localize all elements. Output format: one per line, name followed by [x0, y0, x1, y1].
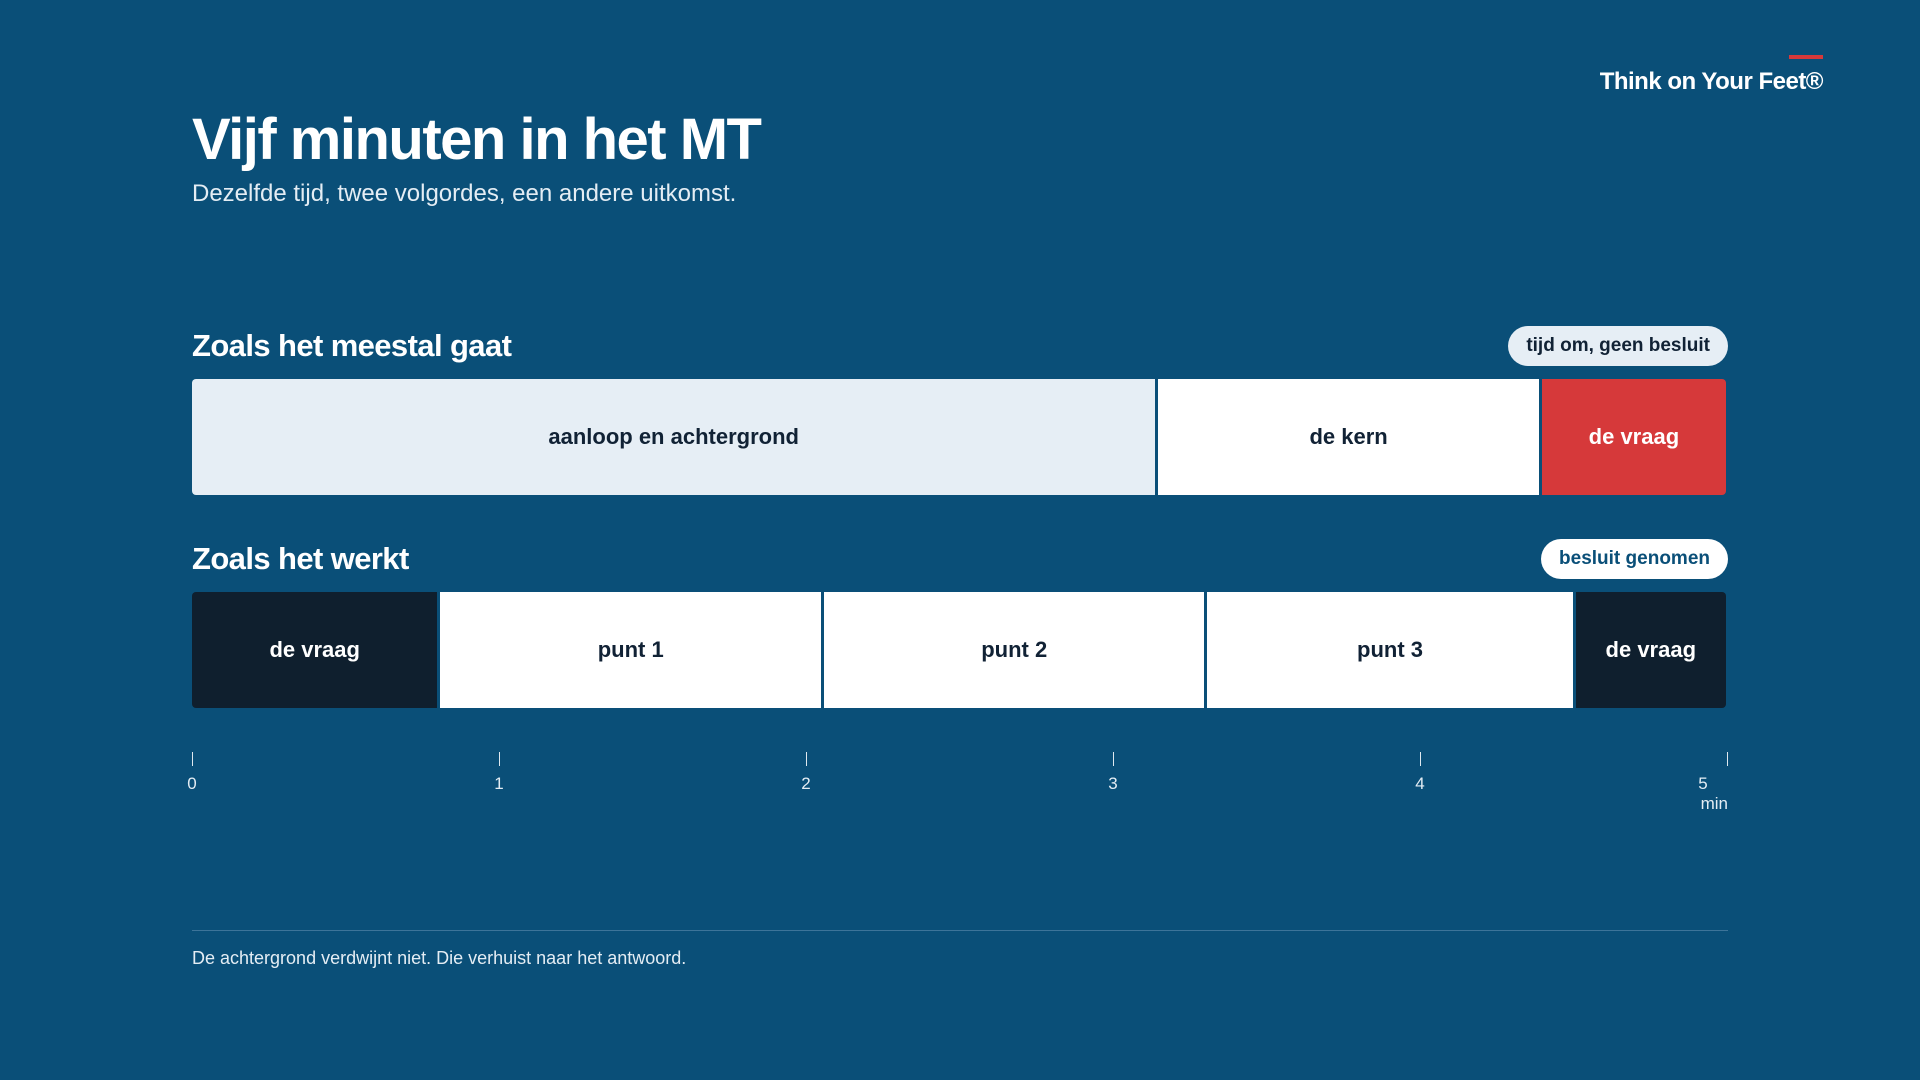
axis-tick: [192, 752, 193, 766]
footer-divider: [192, 930, 1728, 931]
timeline-segment: de vraag: [1541, 379, 1726, 495]
axis-tick-label: 2: [801, 774, 811, 793]
axis-tick: [499, 752, 500, 766]
timeline-segment: de kern: [1158, 379, 1539, 495]
axis-tick: [806, 752, 807, 766]
outcome-badge-usual: tijd om, geen besluit: [1508, 326, 1728, 366]
page-subtitle: Dezelfde tijd, twee volgordes, een ander…: [192, 180, 737, 207]
page-title: Vijf minuten in het MT: [192, 107, 762, 172]
axis-tick-label: 3: [1108, 774, 1118, 793]
timeline-segment: aanloop en achtergrond: [192, 379, 1156, 495]
row-title-works: Zoals het werkt: [192, 541, 409, 576]
brand-logo: Think on Your Feet®: [1599, 68, 1824, 95]
brand-accent-line: [1789, 55, 1823, 59]
timeline-segment: de vraag: [192, 592, 438, 708]
axis-tick-label: 1: [494, 774, 504, 793]
axis-tick: [1420, 752, 1421, 766]
outcome-badge-works: besluit genomen: [1541, 539, 1728, 579]
axis-tick-label: 5: [1698, 774, 1708, 793]
timeline-segment: punt 2: [823, 592, 1205, 708]
row-title-usual: Zoals het meestal gaat: [192, 328, 512, 363]
axis-tick-label: 0: [187, 774, 197, 793]
axis-tick: [1727, 752, 1728, 766]
timeline-segment: punt 1: [440, 592, 821, 708]
axis-unit-label: min: [1700, 794, 1728, 813]
axis-tick: [1113, 752, 1114, 766]
timeline-segment: punt 3: [1207, 592, 1573, 708]
footnote: De achtergrond verdwijnt niet. Die verhu…: [192, 948, 687, 968]
time-axis: min 0 1 2 3 4 5: [187, 752, 1728, 822]
row-header-works: Zoals het werkt besluit genomen: [192, 539, 1728, 579]
row-header-usual: Zoals het meestal gaat tijd om, geen bes…: [192, 326, 1728, 366]
timeline-segment: de vraag: [1575, 592, 1726, 708]
axis-tick-label: 4: [1415, 774, 1425, 793]
